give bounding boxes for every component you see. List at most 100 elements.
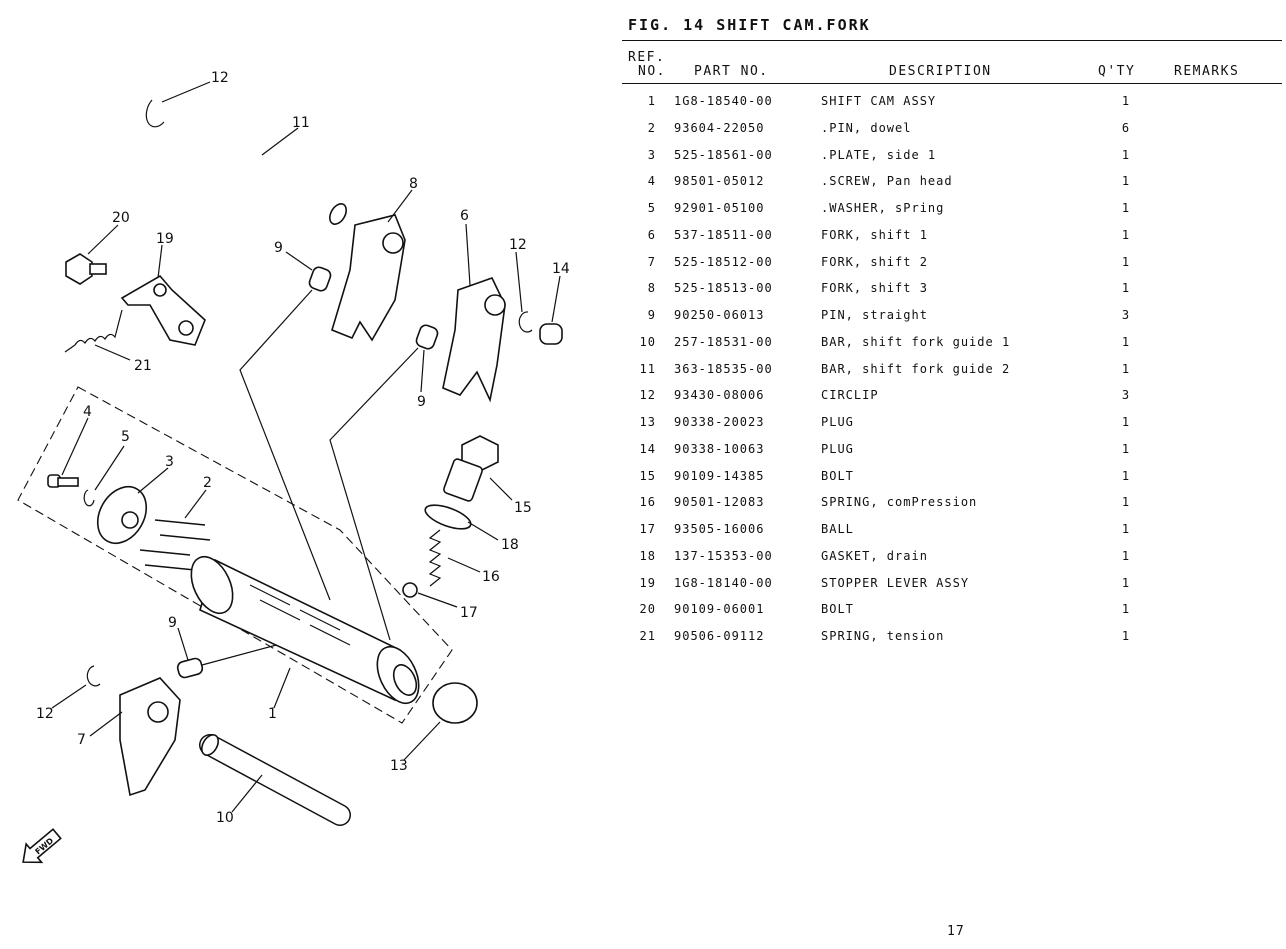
callout-numbers: 12 11 8 6 12 14 20 19 9 21 9 4 5 3 2 15 … [36, 70, 570, 826]
row-qty: 1 [1121, 174, 1131, 189]
shift-cam-assembly-boundary [17, 386, 453, 724]
circlip-12-top [145, 99, 165, 128]
pan-head-screw-4 [47, 474, 79, 488]
row-description: BOLT [821, 468, 854, 483]
callout: 9 [417, 394, 426, 410]
row-ref-no: 3 [647, 147, 656, 162]
row-part-no: 90501-12083 [674, 495, 765, 510]
callout: 19 [156, 231, 174, 247]
callout: 18 [501, 537, 519, 553]
row-part-no: 90109-14385 [674, 468, 765, 483]
row-ref-no: 15 [639, 468, 656, 483]
straight-pin-9a [308, 266, 332, 292]
row-description: SPRING, tension [821, 629, 945, 643]
callout: 11 [292, 115, 310, 131]
callout: 20 [112, 210, 130, 226]
shift-cam-1 [190, 555, 420, 705]
row-part-no: 537-18511-00 [674, 227, 773, 242]
header-ref-no: REF. [628, 50, 666, 65]
page-number: 17 [947, 924, 965, 939]
row-part-no: 92901-05100 [674, 201, 765, 215]
row-part-no: 257-18531-00 [674, 334, 773, 349]
header-rule [622, 40, 1282, 41]
row-qty: 3 [1121, 308, 1131, 322]
callout: 10 [216, 810, 234, 826]
row-qty: 1 [1121, 201, 1131, 215]
callout-leaders [51, 81, 561, 813]
row-description: BAR, shift fork guide 2 [821, 361, 1011, 376]
row-qty: 1 [1121, 94, 1131, 108]
row-qty: 1 [1121, 441, 1131, 456]
callout: 5 [121, 429, 130, 445]
header-qty: Q'TY [1098, 64, 1136, 79]
row-ref-no: 20 [639, 602, 656, 617]
row-description: SPRING, comPression [821, 495, 978, 510]
straight-pin-9b [415, 324, 439, 350]
row-description: STOPPER LEVER ASSY [821, 575, 970, 590]
row-qty: 1 [1121, 629, 1131, 643]
row-qty: 1 [1121, 361, 1131, 376]
callout: 8 [409, 176, 418, 192]
row-part-no: 525-18512-00 [674, 254, 773, 269]
row-qty: 1 [1121, 602, 1131, 617]
row-ref-no: 1 [647, 94, 656, 108]
side-plate-3 [96, 485, 148, 545]
callout: 4 [83, 404, 92, 420]
callout: 14 [552, 261, 570, 277]
circlip-12-right [518, 311, 533, 333]
exploded-parts-diagram: 12 11 8 6 12 14 20 19 9 21 9 4 5 3 2 15 … [17, 70, 570, 864]
header-ref-no-line2: NO. [638, 64, 666, 79]
shift-fork-6 [442, 277, 506, 403]
row-ref-no: 17 [639, 522, 656, 536]
plug-13 [432, 682, 478, 724]
header-part-no: PART NO. [694, 64, 769, 79]
row-qty: 1 [1121, 548, 1131, 563]
row-ref-no: 12 [639, 388, 656, 403]
spring-washer-5 [83, 489, 95, 507]
row-qty: 1 [1121, 522, 1131, 536]
callout: 2 [203, 475, 212, 491]
header-remarks: REMARKS [1174, 64, 1240, 79]
row-qty: 1 [1121, 468, 1131, 483]
shift-fork-8 [331, 214, 406, 342]
row-part-no: 525-18561-00 [674, 147, 773, 162]
pin-leader-1 [239, 289, 331, 601]
row-qty: 1 [1121, 227, 1131, 242]
header-description: DESCRIPTION [889, 64, 992, 79]
row-description: FORK, shift 2 [821, 254, 928, 269]
figure-title: FIG. 14 SHIFT CAM.FORK [628, 16, 871, 34]
row-ref-no: 18 [639, 548, 656, 563]
row-description: PLUG [821, 441, 854, 456]
ball-17 [402, 582, 418, 598]
row-ref-no: 14 [639, 441, 656, 456]
row-description: PIN, straight [821, 308, 928, 322]
row-part-no: 363-18535-00 [674, 361, 773, 376]
callout: 12 [509, 237, 527, 253]
row-qty: 6 [1121, 120, 1131, 135]
gasket-18 [424, 504, 472, 530]
row-description: BALL [821, 522, 854, 536]
row-description: .PLATE, side 1 [821, 147, 937, 162]
row-qty: 1 [1121, 254, 1131, 269]
row-ref-no: 8 [647, 281, 656, 296]
row-description: BAR, shift fork guide 1 [821, 334, 1011, 349]
callout: 1 [268, 706, 277, 722]
row-description: GASKET, drain [821, 548, 928, 563]
row-ref-no: 6 [647, 227, 656, 242]
callout: 17 [460, 605, 478, 621]
row-part-no: 90250-06013 [674, 308, 765, 322]
